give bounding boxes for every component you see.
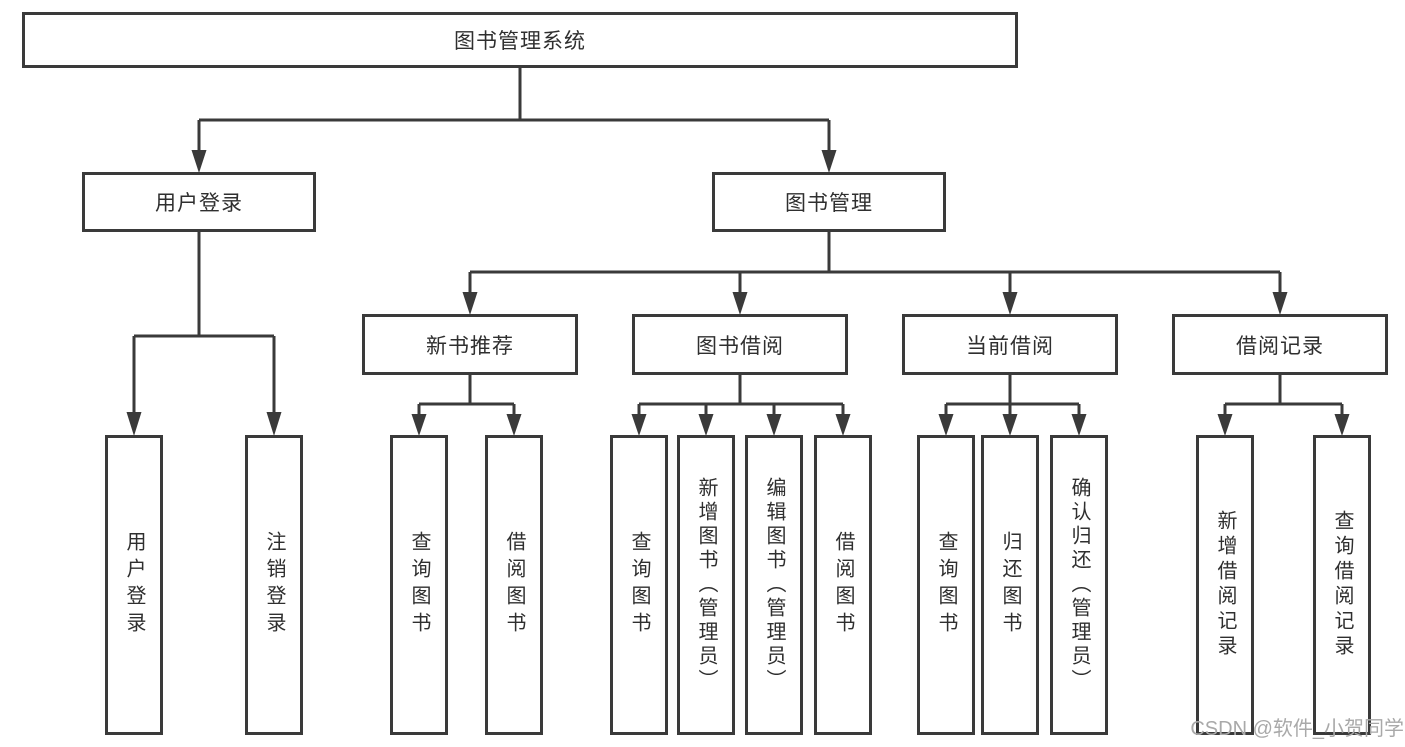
node-label: 图书借阅 <box>696 334 784 358</box>
leaf-label: 新增借阅记录 <box>1214 510 1236 660</box>
leaf-label: 归还图书 <box>999 531 1021 639</box>
node-label: 图书管理 <box>785 192 873 215</box>
node-book-borrow: 图书借阅 <box>632 314 848 375</box>
leaf-borrow-books: 借阅图书 <box>814 435 872 735</box>
leaf-label: 编辑图书（管理员） <box>763 477 785 693</box>
node-label: 借阅记录 <box>1236 334 1324 358</box>
leaf-label: 查询图书 <box>628 531 650 639</box>
leaf-label: 查询借阅记录 <box>1331 510 1353 660</box>
leaf-label: 借阅图书 <box>832 531 854 639</box>
leaf-add-borrow-record: 新增借阅记录 <box>1196 435 1254 735</box>
node-root-library-management-system: 图书管理系统 <box>22 12 1018 68</box>
leaf-label: 注销登录 <box>263 531 285 639</box>
leaf-user-login: 用户登录 <box>105 435 163 735</box>
node-book-management: 图书管理 <box>712 172 946 232</box>
leaf-query-books-borrow: 查询图书 <box>610 435 668 735</box>
leaf-edit-books-admin: 编辑图书（管理员） <box>745 435 803 735</box>
node-user-login: 用户登录 <box>82 172 316 232</box>
leaf-label: 新增图书（管理员） <box>695 477 717 693</box>
leaf-logout: 注销登录 <box>245 435 303 735</box>
leaf-label: 查询图书 <box>408 531 430 639</box>
leaf-query-books-current: 查询图书 <box>917 435 975 735</box>
leaf-label: 借阅图书 <box>503 531 525 639</box>
node-label: 图书管理系统 <box>454 30 586 53</box>
leaf-label: 查询图书 <box>935 531 957 639</box>
leaf-add-books-admin: 新增图书（管理员） <box>677 435 735 735</box>
node-label: 当前借阅 <box>966 334 1054 358</box>
node-current-borrow: 当前借阅 <box>902 314 1118 375</box>
leaf-query-books-recommend: 查询图书 <box>390 435 448 735</box>
leaf-label: 用户登录 <box>123 531 145 639</box>
leaf-label: 确认归还（管理员） <box>1068 477 1090 693</box>
node-label: 新书推荐 <box>426 334 514 358</box>
leaf-borrow-books-recommend: 借阅图书 <box>485 435 543 735</box>
node-label: 用户登录 <box>155 192 243 215</box>
leaf-return-books: 归还图书 <box>981 435 1039 735</box>
leaf-query-borrow-record: 查询借阅记录 <box>1313 435 1371 735</box>
leaf-confirm-return-admin: 确认归还（管理员） <box>1050 435 1108 735</box>
node-new-book-recommend: 新书推荐 <box>362 314 578 375</box>
node-borrow-record: 借阅记录 <box>1172 314 1388 375</box>
csdn-watermark: CSDN @软件_小贺同学 <box>1190 718 1404 740</box>
